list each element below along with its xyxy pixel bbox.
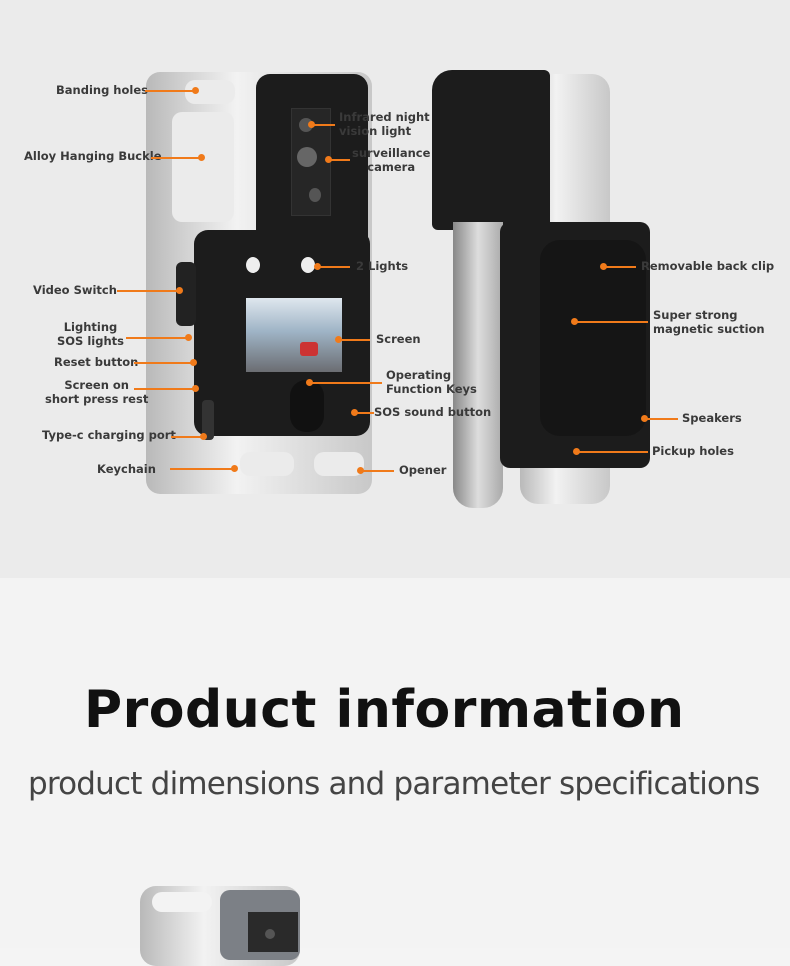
label-typec: Type-c charging port: [42, 428, 176, 442]
label-pickup-holes: Pickup holes: [652, 444, 734, 458]
product-diagram: Banding holes Alloy Hanging Buckle Infra…: [24, 70, 775, 508]
label-alloy-buckle: Alloy Hanging Buckle: [24, 149, 162, 163]
label-screen: Screen: [376, 332, 421, 346]
label-sos-sound: SOS sound button: [374, 405, 492, 419]
label-2-lights: 2 Lights: [356, 259, 409, 273]
label-magnetic: Super strong magnetic suction: [653, 308, 765, 336]
section-title: Product information: [84, 680, 685, 740]
label-screen-on: Screen on short press rest: [45, 378, 149, 406]
label-function-keys: Operating Function Keys: [386, 368, 477, 396]
product-information-section: [0, 578, 790, 966]
label-video-switch: Video Switch: [33, 283, 117, 297]
label-speakers: Speakers: [682, 411, 742, 425]
label-reset: Reset button: [54, 355, 139, 369]
label-back-clip: Removable back clip: [641, 259, 775, 273]
label-lighting-sos: Lighting SOS lights: [57, 320, 124, 348]
screen-image: [246, 298, 342, 372]
label-infrared: Infrared night vision light: [339, 110, 430, 138]
label-opener: Opener: [399, 463, 447, 477]
section-subtitle: product dimensions and parameter specifi…: [28, 766, 760, 802]
label-banding-holes: Banding holes: [56, 83, 148, 97]
label-keychain: Keychain: [97, 462, 156, 476]
label-camera: surveillance camera: [352, 146, 431, 174]
